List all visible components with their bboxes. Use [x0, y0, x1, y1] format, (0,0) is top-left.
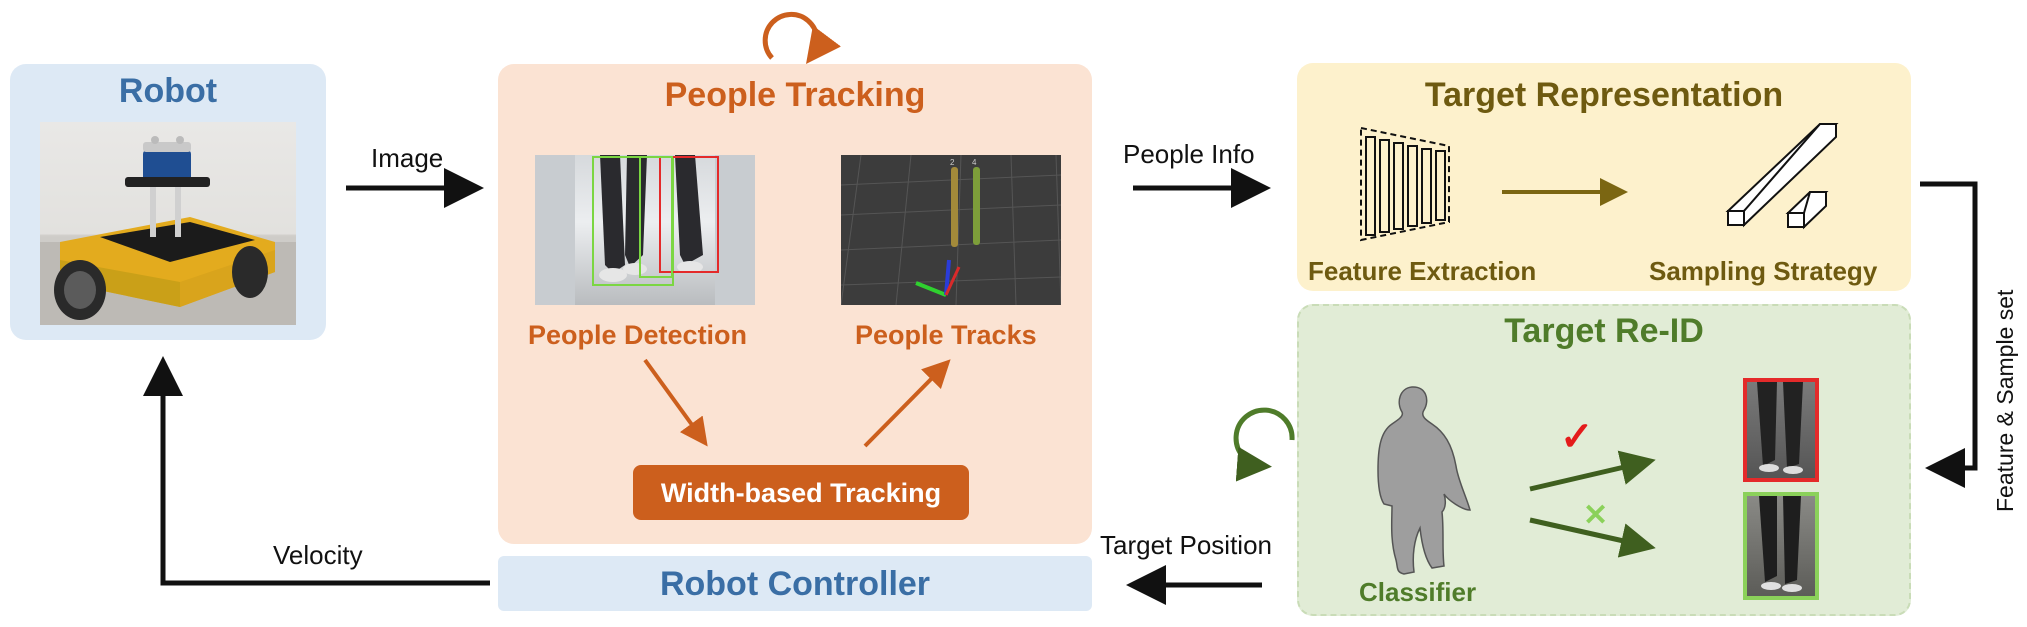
robot-photo: [40, 122, 296, 325]
tracks-illustration: 2 4: [841, 155, 1061, 305]
people-tracks-label: People Tracks: [855, 320, 1037, 350]
svg-text:4: 4: [972, 158, 977, 167]
sample-green-illustration: [1759, 496, 1802, 592]
svg-text:2: 2: [950, 158, 955, 167]
classifier-person-icon: [1377, 386, 1471, 575]
edge-label-velocity: Velocity: [273, 540, 363, 570]
arrow-detection-to-tracking: [643, 358, 708, 447]
robot-controller-title: Robot Controller: [659, 565, 931, 603]
people-detection-label: People Detection: [528, 320, 748, 350]
people-detection-image: [535, 155, 755, 305]
arrow-velocity: [143, 356, 490, 586]
target-representation-panel: [1297, 63, 1911, 291]
target-representation-title: Target Representation: [1424, 76, 1784, 114]
robot-illustration: [40, 136, 296, 325]
sampling-strategy-label: Sampling Strategy: [1649, 256, 1878, 286]
arrow-tracking-to-tracks: [863, 359, 951, 448]
width-based-tracking-box: Width-based Tracking: [633, 465, 969, 520]
target-sample-green: [1743, 492, 1819, 600]
sample-red-illustration: [1757, 382, 1803, 474]
edge-label-image: Image: [371, 143, 444, 173]
edge-label-target-position: Target Position: [1100, 530, 1272, 560]
people-tracking-loop-icon: [762, 11, 841, 65]
arrow-feature-sample: [1920, 181, 1978, 488]
people-tracking-title: People Tracking: [664, 76, 926, 114]
detection-illustration: [535, 155, 755, 305]
edge-label-people-info: People Info: [1123, 139, 1255, 169]
target-sample-red: [1743, 378, 1819, 482]
feature-extractor-icon: [1360, 126, 1450, 242]
sampling-strategy-icon: [1725, 123, 1839, 230]
people-tracks-image: 2 4: [841, 155, 1061, 305]
classifier-label: Classifier: [1359, 577, 1477, 607]
robot-title: Robot: [118, 72, 218, 110]
feature-extraction-label: Feature Extraction: [1308, 256, 1537, 286]
target-reid-title: Target Re-ID: [1504, 312, 1704, 350]
width-based-tracking-label: Width-based Tracking: [660, 478, 942, 508]
reid-loop-icon: [1233, 407, 1295, 482]
arrow-classifier-negative: [1529, 517, 1656, 558]
cross-mark: ✕: [1583, 499, 1609, 532]
robot-controller-panel: [498, 556, 1092, 611]
arrow-classifier-positive: [1529, 450, 1656, 492]
check-mark: ✓: [1560, 415, 1594, 459]
